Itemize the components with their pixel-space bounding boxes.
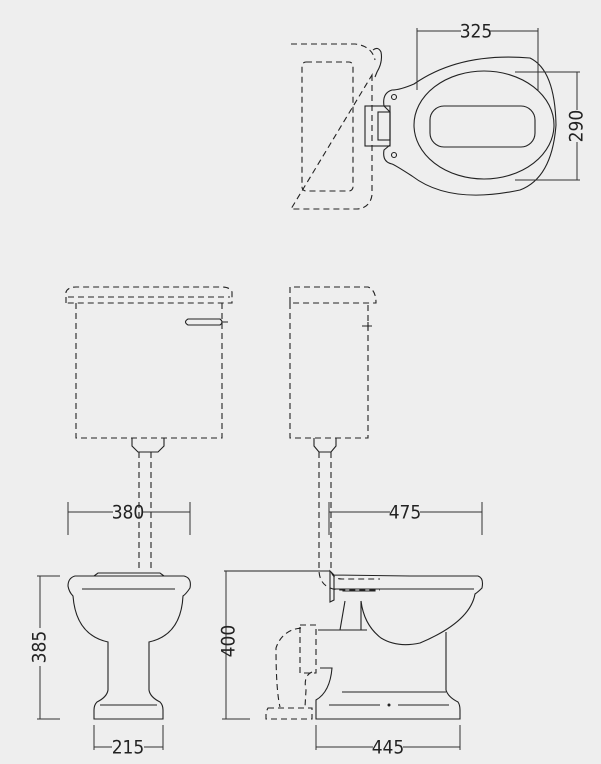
cistern-lid-front xyxy=(65,286,233,304)
hinge-hole-upper xyxy=(390,93,398,101)
flush-inlet-cap xyxy=(93,572,165,577)
lever-handle-top xyxy=(372,47,383,78)
seat-rim-line xyxy=(334,588,474,592)
dim-label-380: 380 xyxy=(112,502,145,524)
dim-label-325: 325 xyxy=(460,21,493,43)
outlet-connector-dashed xyxy=(265,624,317,720)
seat-outer-outline xyxy=(383,56,557,196)
side-pan: 400 475 445 xyxy=(218,502,484,759)
dim-label-385: 385 xyxy=(29,631,51,664)
cistern-outline-top xyxy=(290,43,376,210)
flush-outlet-side xyxy=(313,438,337,453)
base-detail-lines xyxy=(329,691,449,706)
dim-label-215: 215 xyxy=(112,737,145,759)
seat-and-bowl-side xyxy=(329,569,484,646)
seat-inner-ring xyxy=(413,70,555,180)
dim-line-400 xyxy=(222,571,250,720)
dim-line-215 xyxy=(93,725,164,750)
flush-outlet-front xyxy=(131,438,165,453)
hinge-hole-lower xyxy=(390,151,398,159)
dim-line-325 xyxy=(416,28,539,90)
hinge-inner xyxy=(377,111,391,141)
side-cistern xyxy=(289,286,380,591)
front-cistern xyxy=(65,286,233,572)
pan-outline-front xyxy=(67,575,191,720)
front-pan: 380 385 215 xyxy=(29,502,191,759)
bowl-opening xyxy=(429,105,536,148)
pan-base-side xyxy=(315,600,461,720)
dim-line-380 xyxy=(67,502,191,535)
cistern-body-side xyxy=(289,303,369,439)
dim-label-400: 400 xyxy=(218,625,240,658)
cistern-body-front xyxy=(75,303,223,439)
dim-line-385 xyxy=(37,575,60,720)
dim-line-475 xyxy=(328,502,483,535)
dim-line-290 xyxy=(515,71,580,181)
dim-label-290: 290 xyxy=(566,110,588,143)
dim-label-445: 445 xyxy=(372,737,405,759)
dim-line-445 xyxy=(315,725,461,750)
lever-side xyxy=(362,322,372,330)
lever-handle-front xyxy=(184,318,228,326)
pan-detail-lines xyxy=(82,588,175,706)
dim-label-475: 475 xyxy=(389,502,422,524)
top-view: 325 290 xyxy=(290,21,588,210)
cistern-inner-top xyxy=(301,61,354,192)
cistern-lid-side xyxy=(289,286,377,304)
flush-pipe-side xyxy=(318,452,380,591)
base-fixing-point xyxy=(387,703,391,707)
